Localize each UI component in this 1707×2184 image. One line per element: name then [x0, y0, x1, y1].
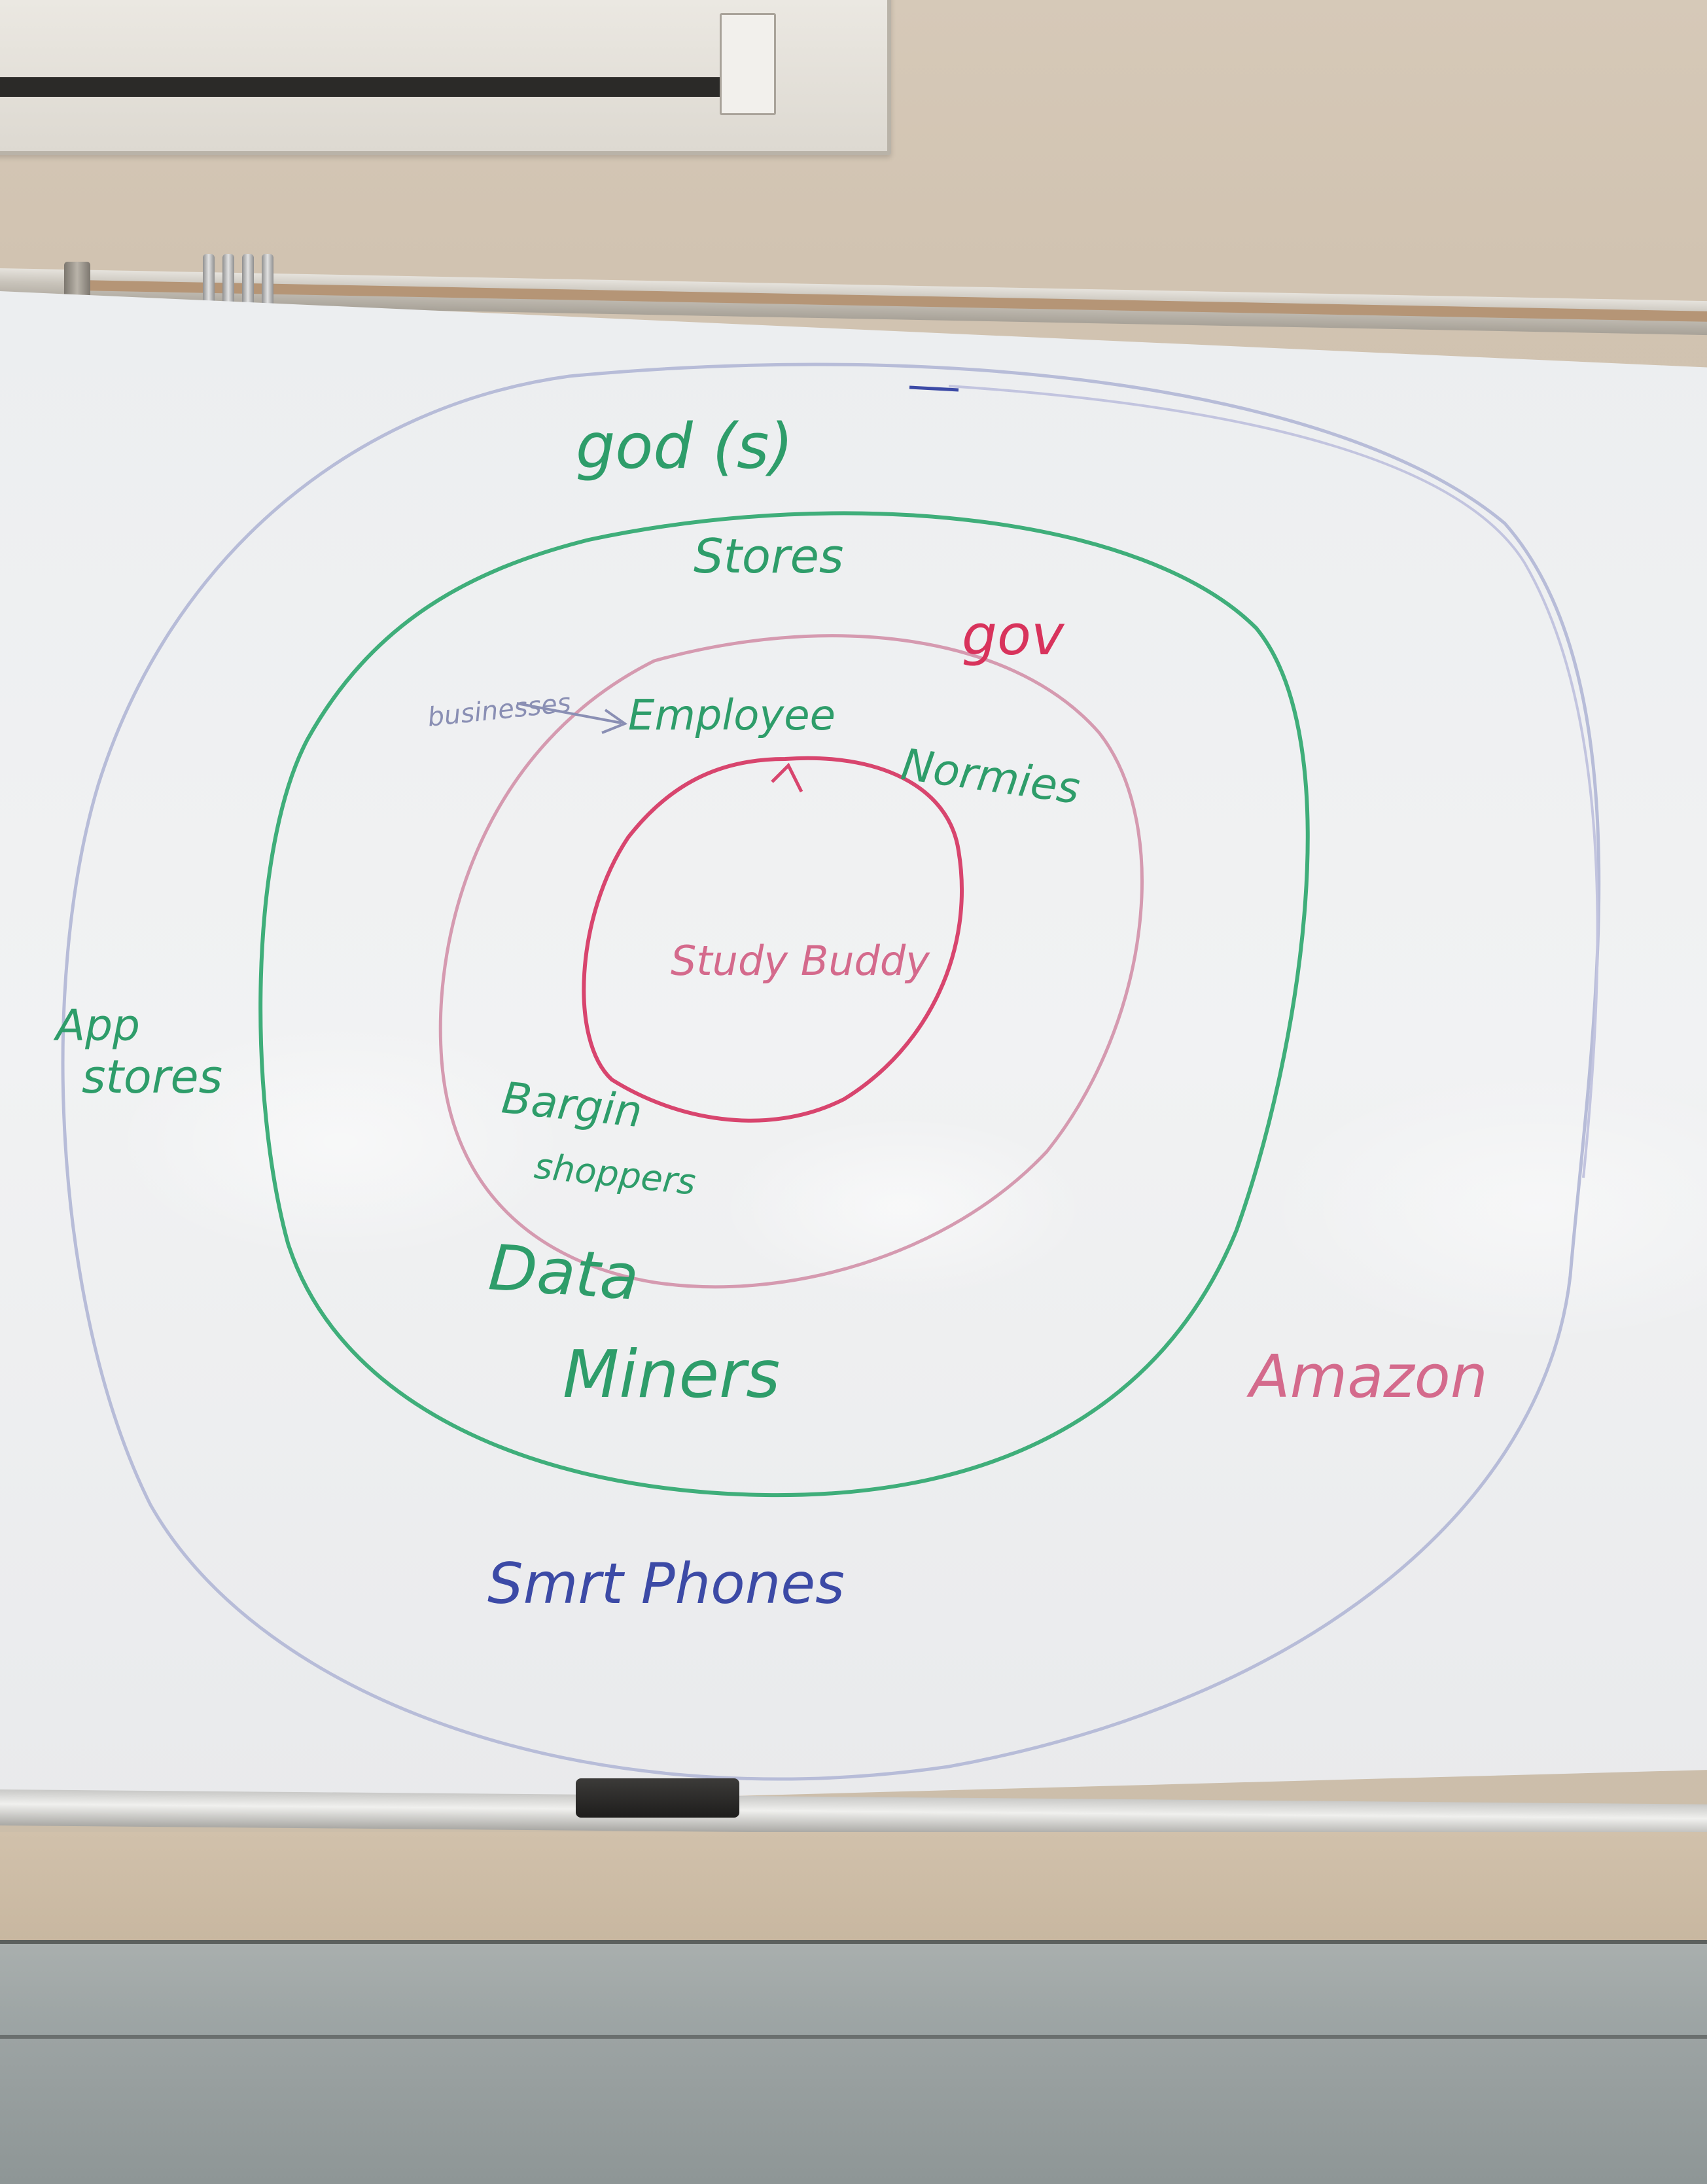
smart-phones-label: Smrt Phones: [487, 1551, 845, 1617]
inner-ring: [582, 756, 964, 1123]
cabinet-lower: [0, 2035, 1707, 2184]
map-clip: [222, 254, 234, 313]
businesses-arrow: [516, 702, 622, 724]
businesses-arrow-head: [601, 709, 628, 734]
gods-label: god (s): [576, 411, 794, 483]
data-miners-label-line1: Data: [486, 1231, 641, 1314]
employee-label: Employee: [628, 692, 836, 740]
amazon-label: Amazon: [1246, 1343, 1488, 1411]
green-ring: [258, 511, 1310, 1498]
stores-label: Stores: [694, 529, 843, 584]
outer-ring-overlap: [948, 385, 1599, 1178]
map-clip: [262, 254, 273, 313]
study-buddy-label: Study Buddy: [671, 937, 930, 985]
map-clip: [242, 254, 254, 313]
normies-label: Normies: [898, 739, 1083, 814]
eraser: [576, 1778, 739, 1818]
data-miners-label-line2: Miners: [563, 1336, 780, 1413]
businesses-label: businesses: [426, 688, 572, 733]
bargain-shoppers-label-line2: shoppers: [533, 1145, 698, 1203]
projector-screen-endcap: [720, 13, 776, 115]
app-stores-label-line2: stores: [82, 1050, 222, 1104]
blue-marker-tick: [909, 385, 959, 392]
whiteboard: [0, 291, 1707, 1816]
map-clip: [203, 254, 215, 313]
bargain-shoppers-label-line1: Bargin: [499, 1072, 644, 1137]
outer-ring: [61, 362, 1601, 1781]
inner-ring-mark: [771, 762, 803, 793]
app-stores-label-line1: App: [53, 1000, 140, 1051]
pink-ring: [438, 634, 1144, 1289]
projector-screen-slot: [0, 77, 772, 97]
cabinet-upper: [0, 1940, 1707, 2042]
gov-label: gov: [962, 603, 1065, 668]
